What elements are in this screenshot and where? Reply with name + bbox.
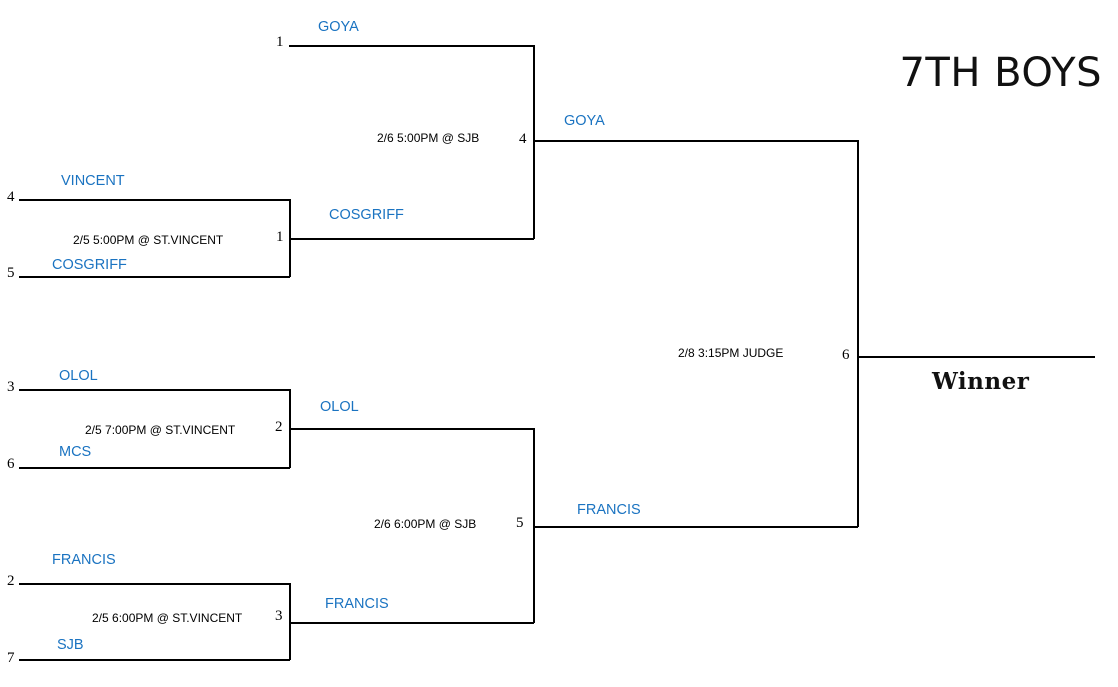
bracket-line: [533, 140, 858, 142]
team-name: COSGRIFF: [52, 257, 127, 273]
team-name: OLOL: [59, 368, 98, 384]
team-name: OLOL: [320, 399, 359, 415]
team-name: SJB: [57, 637, 84, 653]
bracket-line: [533, 526, 858, 528]
winner-label: Winner: [932, 368, 1030, 395]
bracket-line: [857, 356, 1095, 358]
game-info: 2/5 5:00PM @ ST.VINCENT: [73, 233, 224, 247]
team-name: FRANCIS: [52, 552, 116, 568]
bracket-line: [289, 583, 291, 660]
bracket-line: [19, 389, 290, 391]
bracket-line: [857, 140, 859, 527]
team-name: FRANCIS: [577, 502, 641, 518]
team-name: MCS: [59, 444, 92, 460]
game-number: 6: [842, 347, 850, 363]
team-name: COSGRIFF: [329, 207, 404, 223]
bracket-line: [19, 583, 290, 585]
game-number: 2: [275, 419, 283, 435]
game-info: 2/5 7:00PM @ ST.VINCENT: [85, 423, 236, 437]
seed-number: 5: [7, 265, 15, 281]
seed-number: 6: [7, 456, 15, 472]
bracket-line: [19, 467, 290, 469]
bracket-line: [289, 622, 534, 624]
seed-number: 2: [7, 573, 15, 589]
seed-number: 7: [7, 650, 15, 666]
bracket-line: [533, 45, 535, 239]
game-number: 1: [276, 229, 284, 245]
game-info: 2/6 6:00PM @ SJB: [374, 517, 477, 531]
bracket-line: [19, 199, 290, 201]
seed-number: 4: [7, 189, 15, 205]
game-info: 2/5 6:00PM @ ST.VINCENT: [92, 611, 243, 625]
game-number: 4: [519, 131, 527, 147]
team-name: GOYA: [564, 113, 605, 129]
game-number: 3: [275, 608, 283, 624]
bracket-line: [533, 428, 535, 623]
seed-number: 1: [276, 34, 284, 50]
team-name: FRANCIS: [325, 596, 389, 612]
bracket-line: [19, 659, 290, 661]
bracket-line: [289, 238, 534, 240]
team-name: GOYA: [318, 19, 359, 35]
team-name: VINCENT: [61, 173, 125, 189]
bracket-line: [289, 45, 534, 47]
bracket-line: [19, 276, 290, 278]
bracket-line: [289, 428, 534, 430]
game-info: 2/6 5:00PM @ SJB: [377, 131, 480, 145]
bracket-title: 7TH BOYS: [899, 50, 1102, 96]
seed-number: 3: [7, 379, 15, 395]
game-number: 5: [516, 515, 524, 531]
game-info: 2/8 3:15PM JUDGE: [678, 346, 784, 360]
